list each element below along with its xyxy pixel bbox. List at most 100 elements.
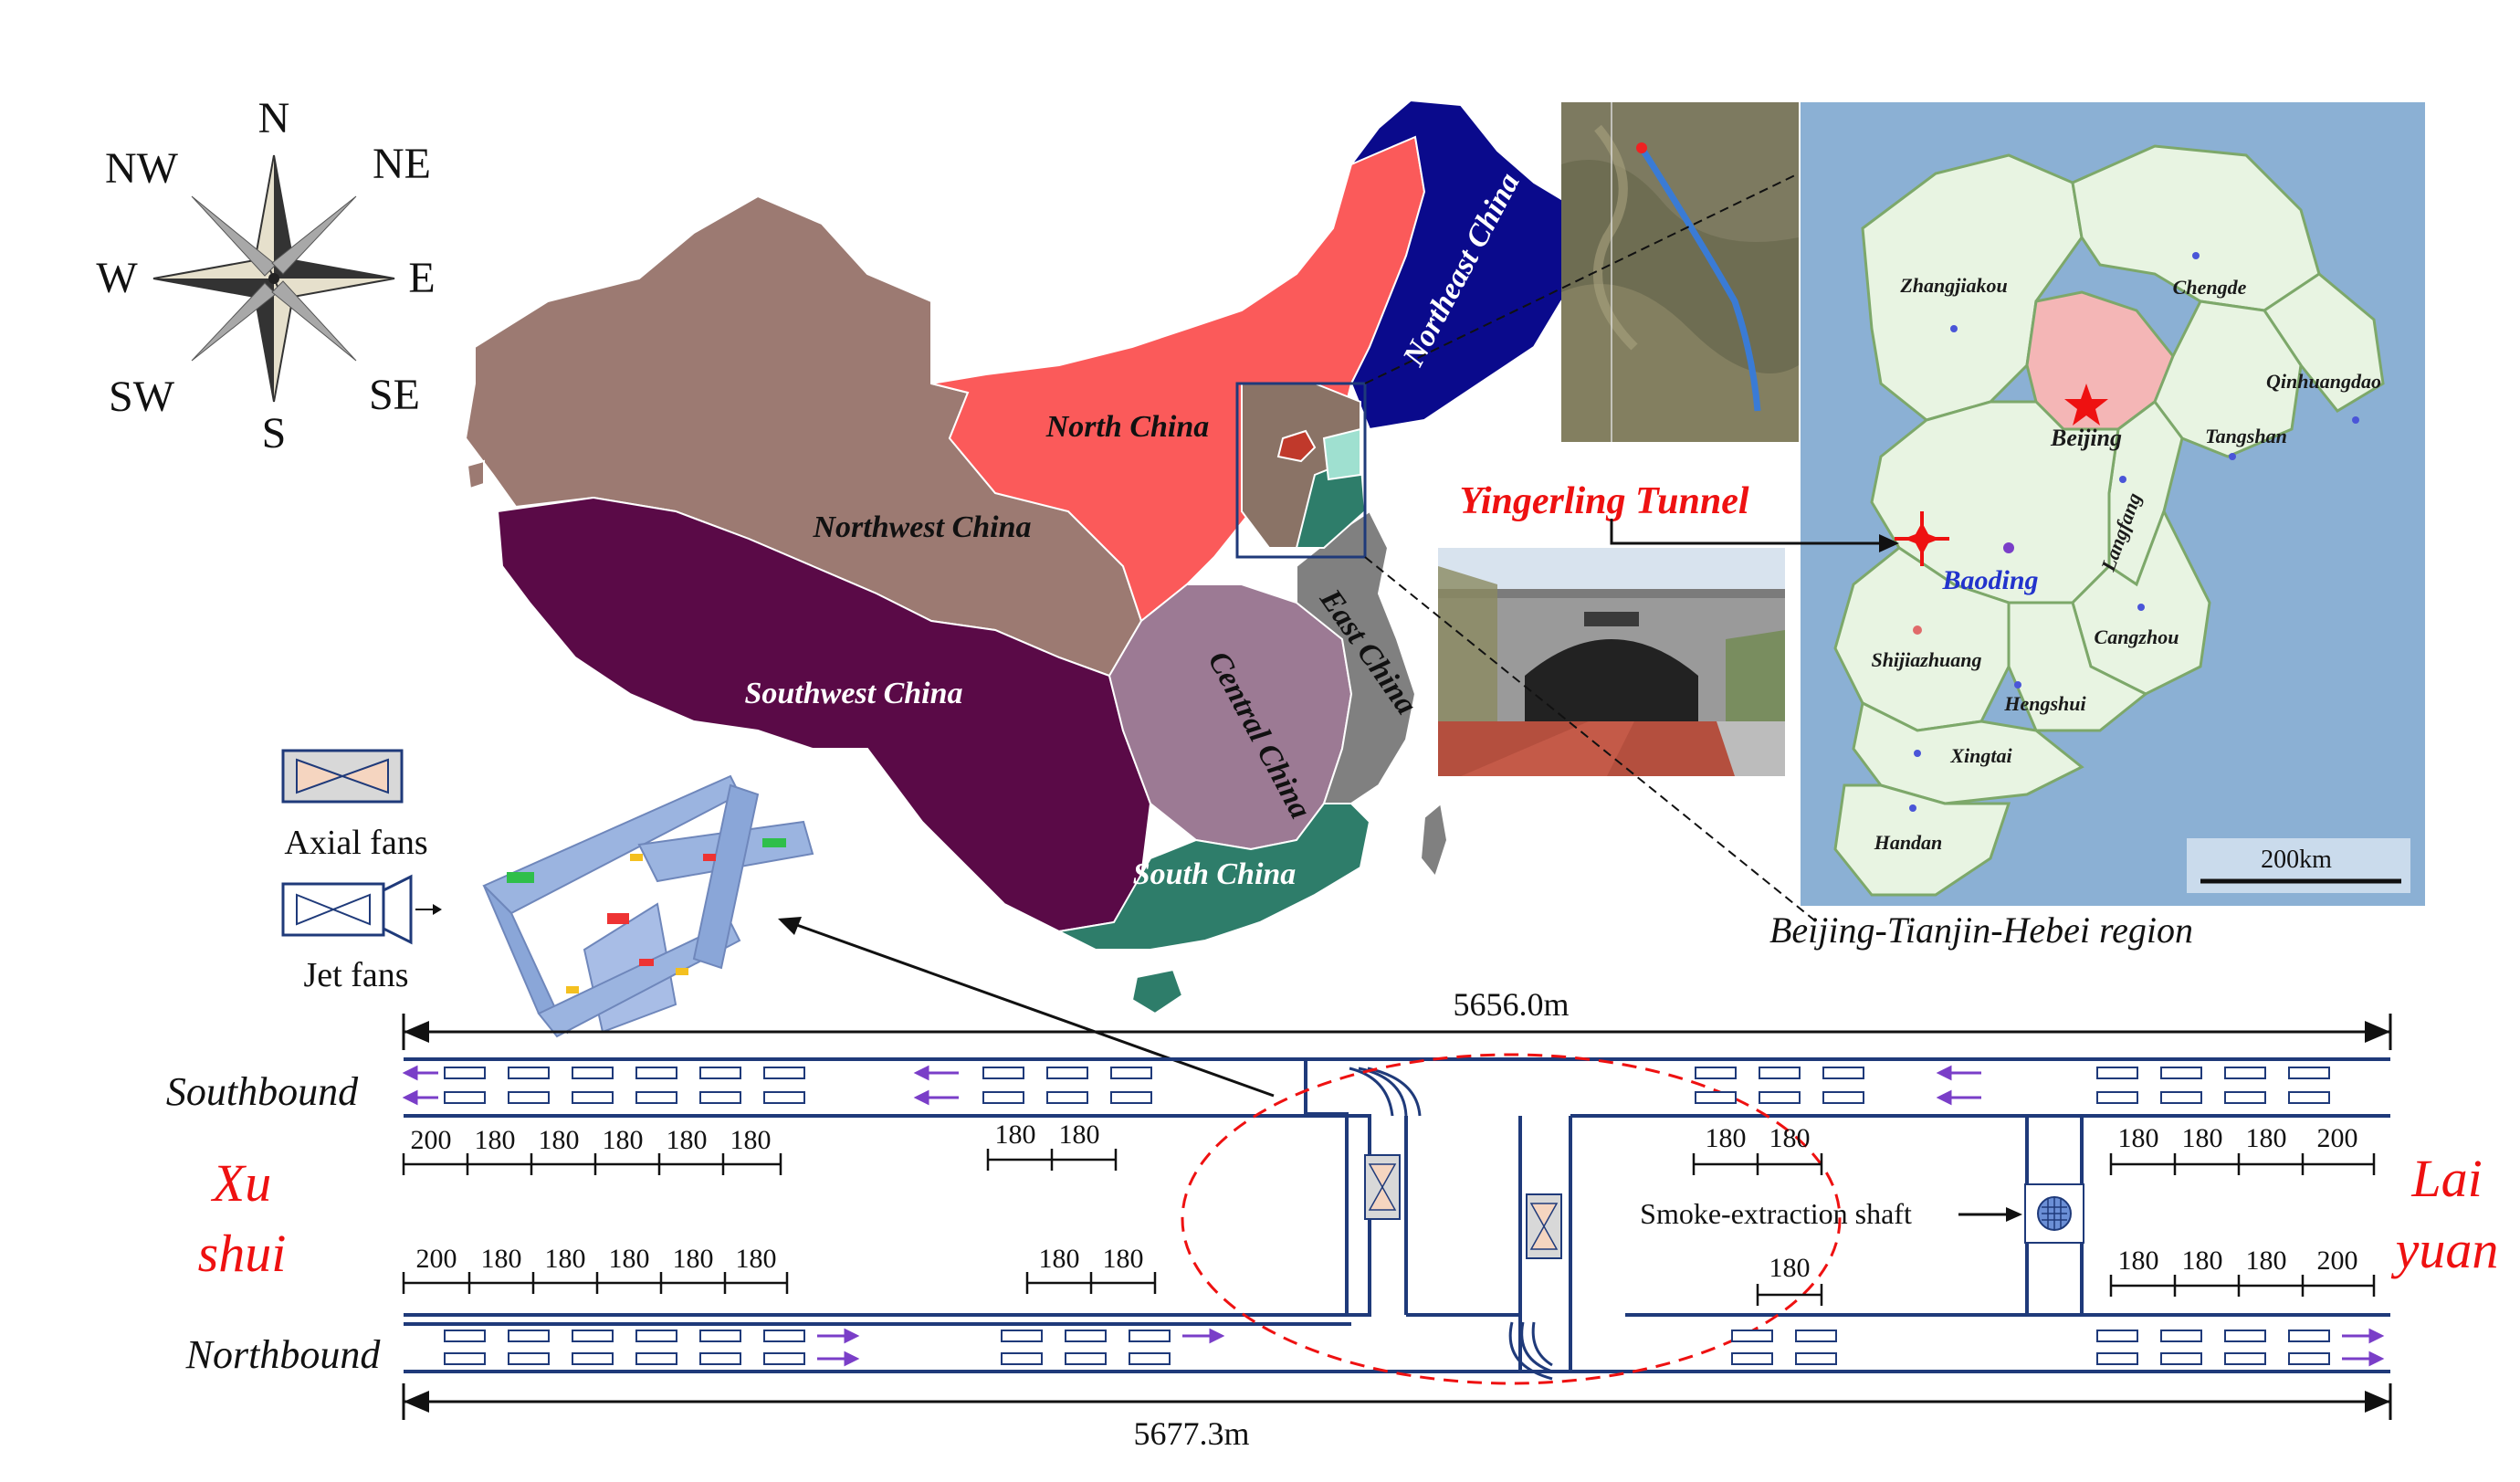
south-right-spacing-3: 180 [2246,1123,2287,1153]
south-right-spacing-2: 180 [2182,1123,2223,1153]
label-beijing: Beijing [2050,425,2122,451]
compass-rose: N S W E NW NE SW SE [96,94,435,457]
south-east-spacing-2: 180 [1769,1123,1811,1153]
fire-zone-ellipse [1181,1053,1842,1385]
bth-region-map: Zhangjiakou Chengde Qinhuangdao Beijing … [1801,102,2425,906]
label-xushui-line1: Xu [211,1153,271,1213]
label-yingerling-tunnel: Yingerling Tunnel [1459,480,1748,522]
label-xingtai: Xingtai [1949,744,2012,767]
compass-south-label: S [262,409,287,457]
label-shijiazhuang: Shijiazhuang [1871,648,1981,671]
label-handan: Handan [1874,831,1943,854]
north-east-spacing-1: 180 [1769,1253,1811,1283]
tunnel-length-bottom: 5677.3m [1133,1415,1249,1452]
north-mid-spacing-1: 180 [1039,1244,1080,1274]
south-left-spacing-1: 200 [411,1125,452,1155]
label-chengde: Chengde [2173,276,2247,299]
connector-lines [1364,173,1818,923]
label-smoke-extraction-shaft: Smoke-extraction shaft [1640,1197,1912,1230]
north-left-spacing-1: 200 [416,1244,457,1274]
scale-bar-label: 200km [2261,846,2332,874]
bth-highlight-box [1235,382,1367,559]
compass-north-label: N [258,94,290,142]
southbound-jet-fans [444,1067,2330,1104]
label-bth-region-caption: Beijing-Tianjin-Hebei region [1769,909,2193,951]
north-left-spacing-2: 180 [481,1244,522,1274]
smoke-extraction-shaft-icon [2024,1183,2084,1244]
south-left-spacing-6: 180 [730,1125,772,1155]
axial-fan-2 [1526,1193,1562,1259]
label-laiyuan-line1: Lai [2410,1149,2482,1208]
southbound-spacing-right [2109,1153,2376,1175]
southbound-tube-right [1306,1057,2390,1118]
label-northbound: Northbound [185,1332,382,1377]
ventilation-shaft-2 [1406,1116,1572,1372]
island-hainan [1130,968,1184,1015]
north-mid-spacing-2: 180 [1103,1244,1144,1274]
label-tangshan: Tangshan [2205,425,2287,447]
city-handan [1833,783,2011,897]
south-mid-spacing-1: 180 [995,1119,1036,1150]
north-right-spacing-3: 180 [2246,1246,2287,1276]
label-jet-fans: Jet fans [303,956,408,994]
model-pointer-arrow [793,922,1275,1098]
label-xushui-line2: shui [198,1224,287,1283]
region-south-china [1055,803,1371,951]
region-beijing-spot [1276,429,1317,463]
north-right-spacing-1: 180 [2118,1246,2159,1276]
beijing-star-icon [2064,384,2108,426]
city-hengshui [2007,601,2148,732]
tunnel-schematic: 5656.0m 5677.3m Southbound Northbound Xu… [166,986,2498,1452]
southbound-flow-arrows [402,1065,1981,1106]
south-right-spacing-1: 180 [2118,1123,2159,1153]
north-right-spacing-4: 200 [2317,1246,2358,1276]
northbound-tube-outline [404,1313,1351,1326]
north-left-spacing-6: 180 [736,1244,777,1274]
label-north-china: North China [1045,410,1210,444]
compass-southeast-label: SE [369,371,420,419]
northbound-spacing-mid [1025,1272,1157,1294]
north-right-spacing-2: 180 [2182,1246,2223,1276]
label-baoding: Baoding [1941,565,2038,595]
region-bth-tianjin [1322,427,1361,481]
label-southbound: Southbound [166,1069,359,1114]
label-hengshui: Hengshui [2003,692,2086,715]
south-left-spacing-3: 180 [539,1125,580,1155]
china-map [464,99,1618,1015]
jet-fan-legend-icon [281,874,442,945]
south-east-spacing-1: 180 [1706,1123,1747,1153]
compass-west-label: W [96,254,138,302]
north-left-spacing-4: 180 [609,1244,650,1274]
tunnel-3d-model [482,774,814,1038]
southbound-spacing-mid [986,1149,1118,1171]
north-left-spacing-3: 180 [545,1244,586,1274]
south-left-spacing-2: 180 [475,1125,516,1155]
city-xingtai [1852,700,2084,805]
label-cangzhou: Cangzhou [2095,625,2179,648]
tunnel-portal-photo [1438,548,1785,776]
tunnel-pointer-arrow [1610,519,1881,545]
west-tip [466,459,485,490]
compass-southwest-label: SW [109,373,175,421]
compass-northeast-label: NE [373,140,431,188]
northbound-spacing-left [402,1272,789,1294]
label-laiyuan-line2: yuan [2391,1220,2499,1279]
airflow-swirl-2 [1508,1321,1553,1381]
northbound-tube-right [404,1313,2390,1373]
label-southwest-china: Southwest China [744,677,962,710]
airflow-swirl-1 [1349,1067,1422,1117]
south-left-spacing-4: 180 [603,1125,644,1155]
compass-northwest-label: NW [105,144,179,193]
city-shijiazhuang [1833,546,2011,732]
label-south-china: South China [1133,857,1297,891]
northbound-spacing-east [1756,1284,1823,1306]
scale-bar: 200km [2187,838,2410,893]
satellite-photo [1561,102,1799,442]
ventilation-shaft-1 [1304,1059,1408,1315]
legend: Axial fans Jet fans [281,749,442,994]
north-left-spacing-5: 180 [673,1244,714,1274]
label-northwest-china: Northwest China [812,510,1031,544]
tunnel-length-top: 5656.0m [1453,986,1569,1023]
